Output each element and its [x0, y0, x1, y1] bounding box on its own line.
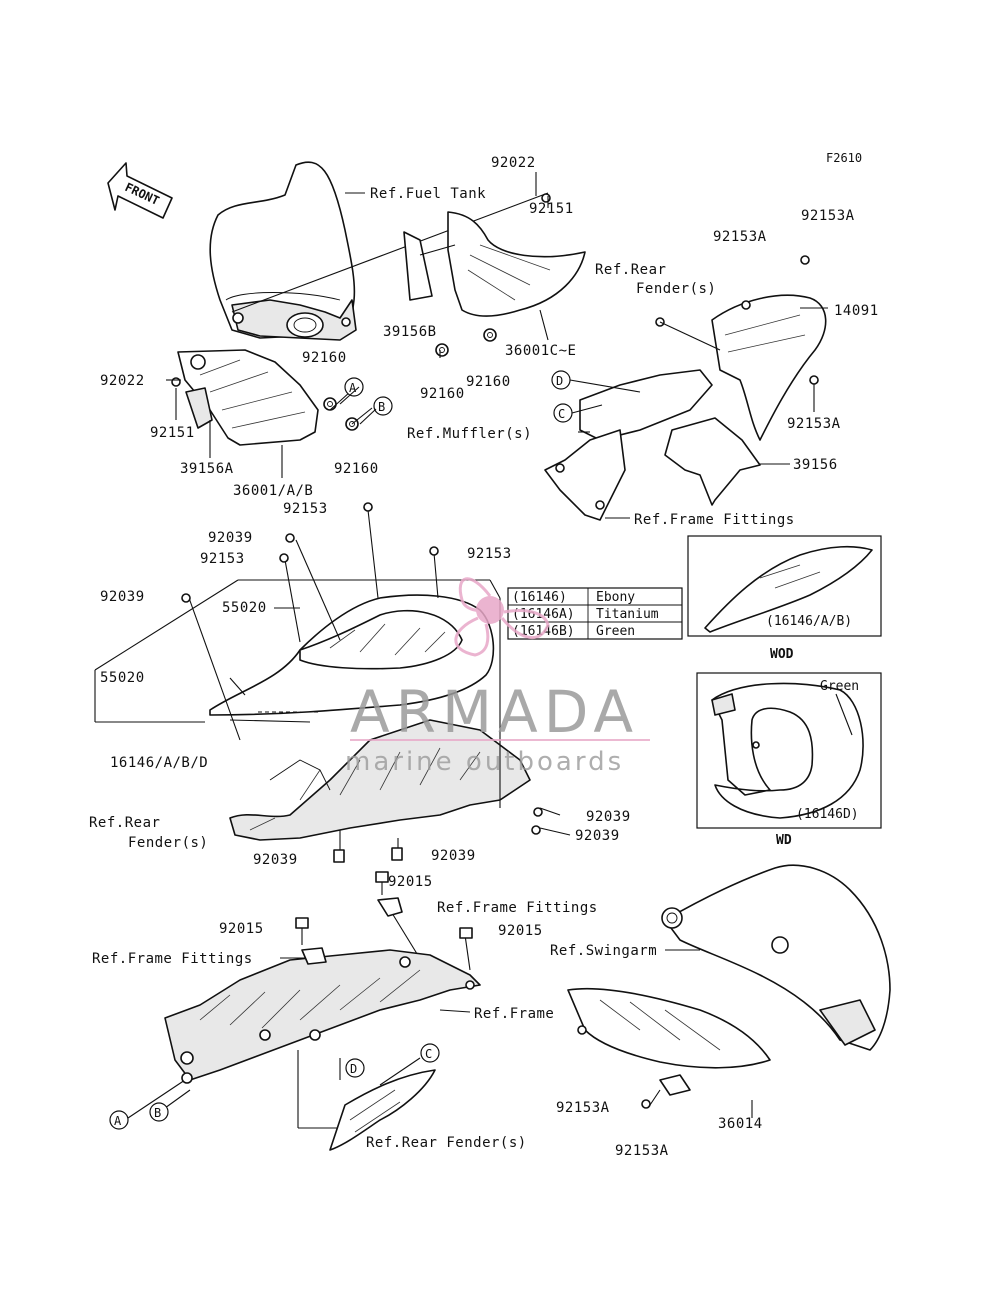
label-ref-muffler: Ref.Muffler(s) [407, 426, 532, 442]
label-ref-frame-fittings-low: Ref.Frame Fittings [92, 951, 253, 967]
marker-d-low: D [350, 1062, 357, 1076]
color-row-2-color: Green [596, 624, 635, 639]
label-92151-left: 92151 [150, 425, 195, 441]
label-92153a-a: 92153A [801, 208, 855, 224]
watermark-title: ARMADA [350, 678, 639, 746]
color-row-0-color: Ebony [596, 590, 635, 605]
label-55020-a: 55020 [222, 600, 267, 616]
label-36001-ab: 36001/A/B [233, 483, 313, 499]
label-36014: 36014 [718, 1116, 763, 1132]
marker-a-top: A [349, 381, 357, 395]
label-ref-rear-fender-mid-2: Fender(s) [128, 835, 208, 851]
bracket-fittings-low [181, 502, 543, 965]
label-92039-c: 92039 [586, 809, 631, 825]
reference-markers: A B D C A B D C [109, 370, 641, 1130]
group-bracket-lines [94, 579, 501, 808]
label-14091: 14091 [834, 303, 879, 319]
marker-b-top: B [378, 400, 385, 414]
heat-guard-39156 [664, 417, 761, 506]
label-92160-b: 92160 [420, 386, 465, 402]
marker-c-top: C [558, 407, 565, 421]
label-ref-fuel-tank: Ref.Fuel Tank [370, 186, 486, 202]
label-39156b: 39156B [383, 324, 437, 340]
bolt-icons-lower-right [577, 1025, 651, 1109]
label-92039-a: 92039 [208, 530, 253, 546]
label-39156: 39156 [793, 457, 838, 473]
chain-guard-36014 [567, 987, 771, 1096]
label-92160-a: 92160 [302, 350, 347, 366]
label-ref-frame-fittings-mid: Ref.Frame Fittings [437, 900, 598, 916]
label-92153-c: 92153 [200, 551, 245, 567]
inset-wod-caption: WOD [770, 647, 794, 662]
label-ref-rear-fender-mid-1: Ref.Rear [89, 815, 160, 831]
label-92039-b: 92039 [100, 589, 145, 605]
label-ref-rear-fender-top-2: Fender(s) [636, 281, 716, 297]
label-ref-frame: Ref.Frame [474, 1006, 554, 1022]
marker-d-top: D [556, 374, 563, 388]
frame-lower-drawing [164, 949, 481, 1084]
color-row-1-color: Titanium [596, 607, 659, 622]
label-92153-a: 92153 [283, 501, 328, 517]
propeller-logo-icon [454, 577, 550, 657]
label-ref-frame-fittings-top: Ref.Frame Fittings [634, 512, 795, 528]
inset-wd-code: (16146D) [796, 807, 859, 822]
label-92039-e: 92039 [253, 852, 298, 868]
watermark: ARMADA marine outboards [345, 577, 650, 777]
side-cover-36001 [177, 349, 319, 446]
figure-code: F2610 [826, 151, 862, 165]
upper-cover-36001C [403, 193, 586, 317]
label-92039-d: 92039 [575, 828, 620, 844]
label-92160-c: 92160 [466, 374, 511, 390]
label-92015-c: 92015 [498, 923, 543, 939]
fuel-tank-ref-drawing [209, 161, 357, 341]
label-92160-d: 92160 [334, 461, 379, 477]
marker-c-low: C [425, 1047, 432, 1061]
label-ref-rear-fender-top-1: Ref.Rear [595, 262, 666, 278]
label-ref-swingarm: Ref.Swingarm [550, 943, 657, 959]
inset-wd-caption: WD [776, 833, 792, 848]
front-arrow-icon: FRONT [107, 162, 173, 219]
label-92015-a: 92015 [388, 874, 433, 890]
label-92015-b: 92015 [219, 921, 264, 937]
label-92039-f: 92039 [431, 848, 476, 864]
watermark-subtitle: marine outboards [345, 747, 624, 777]
label-ref-rear-fender-low: Ref.Rear Fender(s) [366, 1135, 527, 1151]
label-92153a-b: 92153A [713, 229, 767, 245]
bolt-icons-upper-right [655, 255, 819, 385]
marker-b-low: B [154, 1106, 161, 1120]
inset-wod-code: (16146/A/B) [766, 614, 852, 629]
inset-wod: (16146/A/B) WOD [687, 535, 882, 662]
swingarm-ref-drawing [661, 864, 891, 1051]
callout-labels: 92022 Ref.Fuel Tank 92151 Ref.Rear Fende… [89, 155, 879, 1159]
label-92022-left: 92022 [100, 373, 145, 389]
label-92153a-e: 92153A [615, 1143, 669, 1159]
label-92153a-d: 92153A [556, 1100, 610, 1116]
label-92022-top: 92022 [491, 155, 536, 171]
rear-fender-low [329, 1069, 436, 1151]
label-39156a: 39156A [180, 461, 234, 477]
label-92153a-c: 92153A [787, 416, 841, 432]
muffler-cover-14091 [544, 294, 827, 521]
marker-a-low: A [114, 1114, 122, 1128]
label-55020-b: 55020 [100, 670, 145, 686]
color-row-0-code: (16146) [512, 590, 567, 605]
label-16146-abd: 16146/A/B/D [110, 755, 208, 771]
label-92151-top: 92151 [529, 201, 574, 217]
label-36001c-e: 36001C~E [505, 343, 576, 359]
label-92153-b: 92153 [467, 546, 512, 562]
inset-wd-note: Green [820, 679, 859, 694]
inset-wd: Green (16146D) WD [696, 672, 882, 848]
